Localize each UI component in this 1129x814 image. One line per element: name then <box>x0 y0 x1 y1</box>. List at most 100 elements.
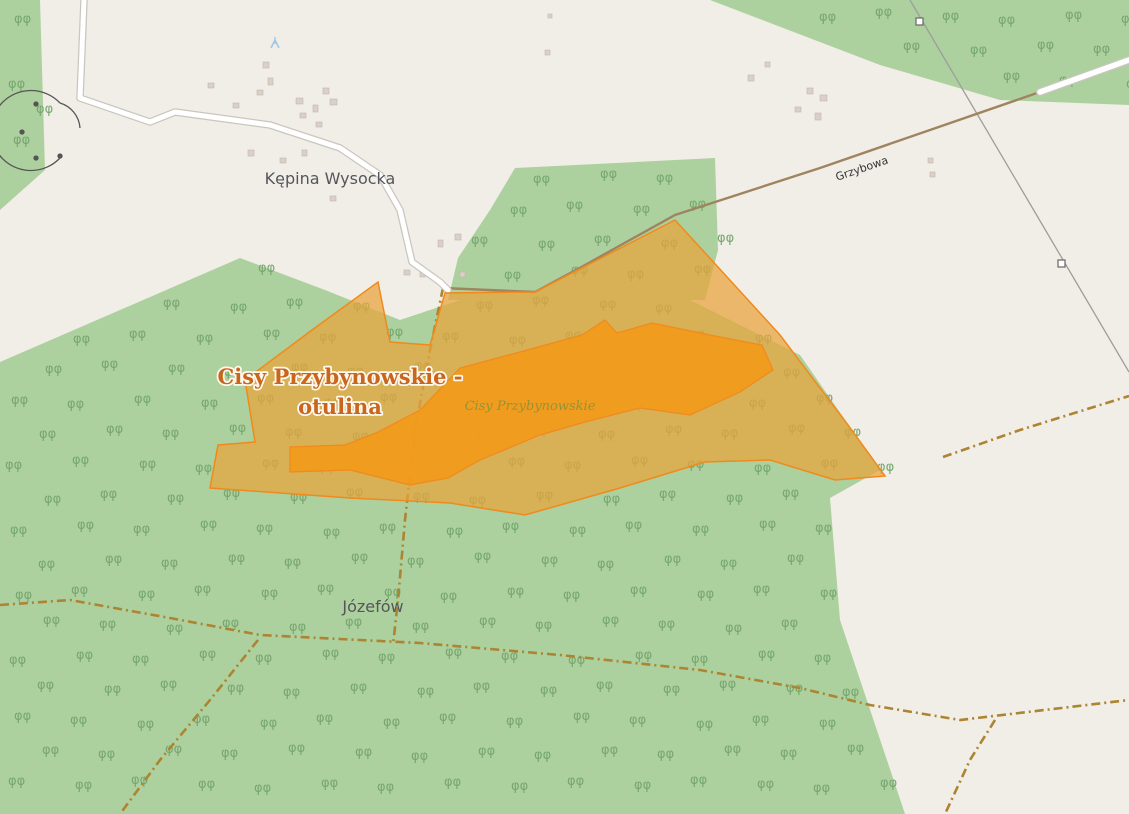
tree-pair-icon: φφ <box>563 588 580 603</box>
tree-pair-icon: φφ <box>757 777 774 792</box>
tree-pair-icon: φφ <box>98 747 115 762</box>
buildings <box>207 13 936 278</box>
tree-pair-icon: φφ <box>13 133 30 148</box>
tree-pair-icon: φφ <box>630 583 647 598</box>
tree-pair-icon: φφ <box>10 523 27 538</box>
tree-pair-icon: φφ <box>76 648 93 663</box>
tree-pair-icon: φφ <box>444 775 461 790</box>
tree-pair-icon: φφ <box>1003 69 1020 84</box>
building <box>262 61 270 69</box>
tree-pair-icon: φφ <box>162 426 179 441</box>
tree-pair-icon: φφ <box>230 300 247 315</box>
building <box>819 94 828 102</box>
tree-pair-icon: φφ <box>43 613 60 628</box>
tree-pair-icon: φφ <box>658 617 675 632</box>
building <box>295 97 304 105</box>
tree-pair-icon: φφ <box>656 171 673 186</box>
tree-pair-icon: φφ <box>903 39 920 54</box>
tree-pair-icon: φφ <box>501 649 518 664</box>
tree-pair-icon: φφ <box>594 232 611 247</box>
tree-pair-icon: φφ <box>104 682 121 697</box>
tree-pair-icon: φφ <box>284 555 301 570</box>
tree-pair-icon: φφ <box>323 525 340 540</box>
tree-pair-icon: φφ <box>161 556 178 571</box>
tree-pair-icon: φφ <box>440 589 457 604</box>
forest-top-right <box>710 0 1129 105</box>
tree-pair-icon: φφ <box>168 361 185 376</box>
tree-pair-icon: φφ <box>692 522 709 537</box>
building <box>279 157 287 164</box>
tree-pair-icon: φφ <box>256 521 273 536</box>
tree-pair-icon: φφ <box>439 710 456 725</box>
tree-pair-icon: φφ <box>412 619 429 634</box>
tree-pair-icon: φφ <box>200 517 217 532</box>
tree-pair-icon: φφ <box>752 712 769 727</box>
tree-pair-icon: φφ <box>72 453 89 468</box>
tree-pair-icon: φφ <box>194 582 211 597</box>
tree-pair-icon: φφ <box>600 167 617 182</box>
tree-pair-icon: φφ <box>573 709 590 724</box>
tree-pair-icon: φφ <box>37 678 54 693</box>
tree-pair-icon: φφ <box>758 647 775 662</box>
tree-pair-icon: φφ <box>970 43 987 58</box>
building <box>267 77 274 86</box>
tree-pair-icon: φφ <box>73 332 90 347</box>
tree-pair-icon: φφ <box>690 773 707 788</box>
tree-pair-icon: φφ <box>383 715 400 730</box>
building <box>207 82 215 89</box>
tree-pair-icon: φφ <box>717 231 734 246</box>
tree-pair-icon: φφ <box>133 522 150 537</box>
tree-pair-icon: φφ <box>479 614 496 629</box>
tree-pair-icon: φφ <box>71 583 88 598</box>
tree-pair-icon: φφ <box>511 779 528 794</box>
track-west-east <box>0 598 1129 722</box>
tree-pair-icon: φφ <box>510 203 527 218</box>
road-grzybowa <box>442 56 1129 294</box>
village-label-jozefow: Józefów <box>341 597 403 616</box>
tree-pair-icon: φφ <box>781 616 798 631</box>
building <box>301 149 308 157</box>
tree-pair-icon: φφ <box>166 621 183 636</box>
tree-pair-icon: φφ <box>254 781 271 796</box>
tree-pair-icon: φφ <box>754 461 771 476</box>
building <box>764 61 771 68</box>
tree-pair-icon: φφ <box>322 646 339 661</box>
road-village <box>76 0 452 294</box>
tree-pair-icon: φφ <box>134 392 151 407</box>
tree-pair-icon: φφ <box>201 396 218 411</box>
tree-pair-icon: φφ <box>725 621 742 636</box>
building <box>329 195 337 202</box>
building <box>232 102 240 109</box>
tree-pair-icon: φφ <box>697 587 714 602</box>
tree-pair-icon: φφ <box>377 780 394 795</box>
building <box>814 112 822 121</box>
tree-pair-icon: φφ <box>474 549 491 564</box>
tree-pair-icon: φφ <box>875 5 892 20</box>
tree-pair-icon: φφ <box>664 552 681 567</box>
tree-pair-icon: φφ <box>321 776 338 791</box>
tree-pair-icon: φφ <box>38 557 55 572</box>
tree-pair-icon: φφ <box>131 773 148 788</box>
tree-pair-icon: φφ <box>229 421 246 436</box>
tree-pair-icon: φφ <box>36 102 53 117</box>
tree-pair-icon: φφ <box>603 492 620 507</box>
tree-pair-icon: φφ <box>535 618 552 633</box>
tree-pair-icon: φφ <box>782 486 799 501</box>
tree-pair-icon: φφ <box>227 681 244 696</box>
building <box>329 98 338 106</box>
tree-pair-icon: φφ <box>596 678 613 693</box>
tree-pair-icon: φφ <box>696 717 713 732</box>
tree-pair-icon: φφ <box>101 357 118 372</box>
tree-pair-icon: φφ <box>724 742 741 757</box>
tree-pair-icon: φφ <box>842 685 859 700</box>
reserve-core-area[interactable] <box>289 319 774 486</box>
tree-pair-icon: φφ <box>1093 42 1110 57</box>
building <box>299 112 307 119</box>
building <box>747 74 755 82</box>
tree-pair-icon: φφ <box>504 268 521 283</box>
tree-pair-icon: φφ <box>446 524 463 539</box>
tree-pair-icon: φφ <box>819 10 836 25</box>
tree-pair-icon: φφ <box>39 427 56 442</box>
tree-pair-icon: φφ <box>502 519 519 534</box>
